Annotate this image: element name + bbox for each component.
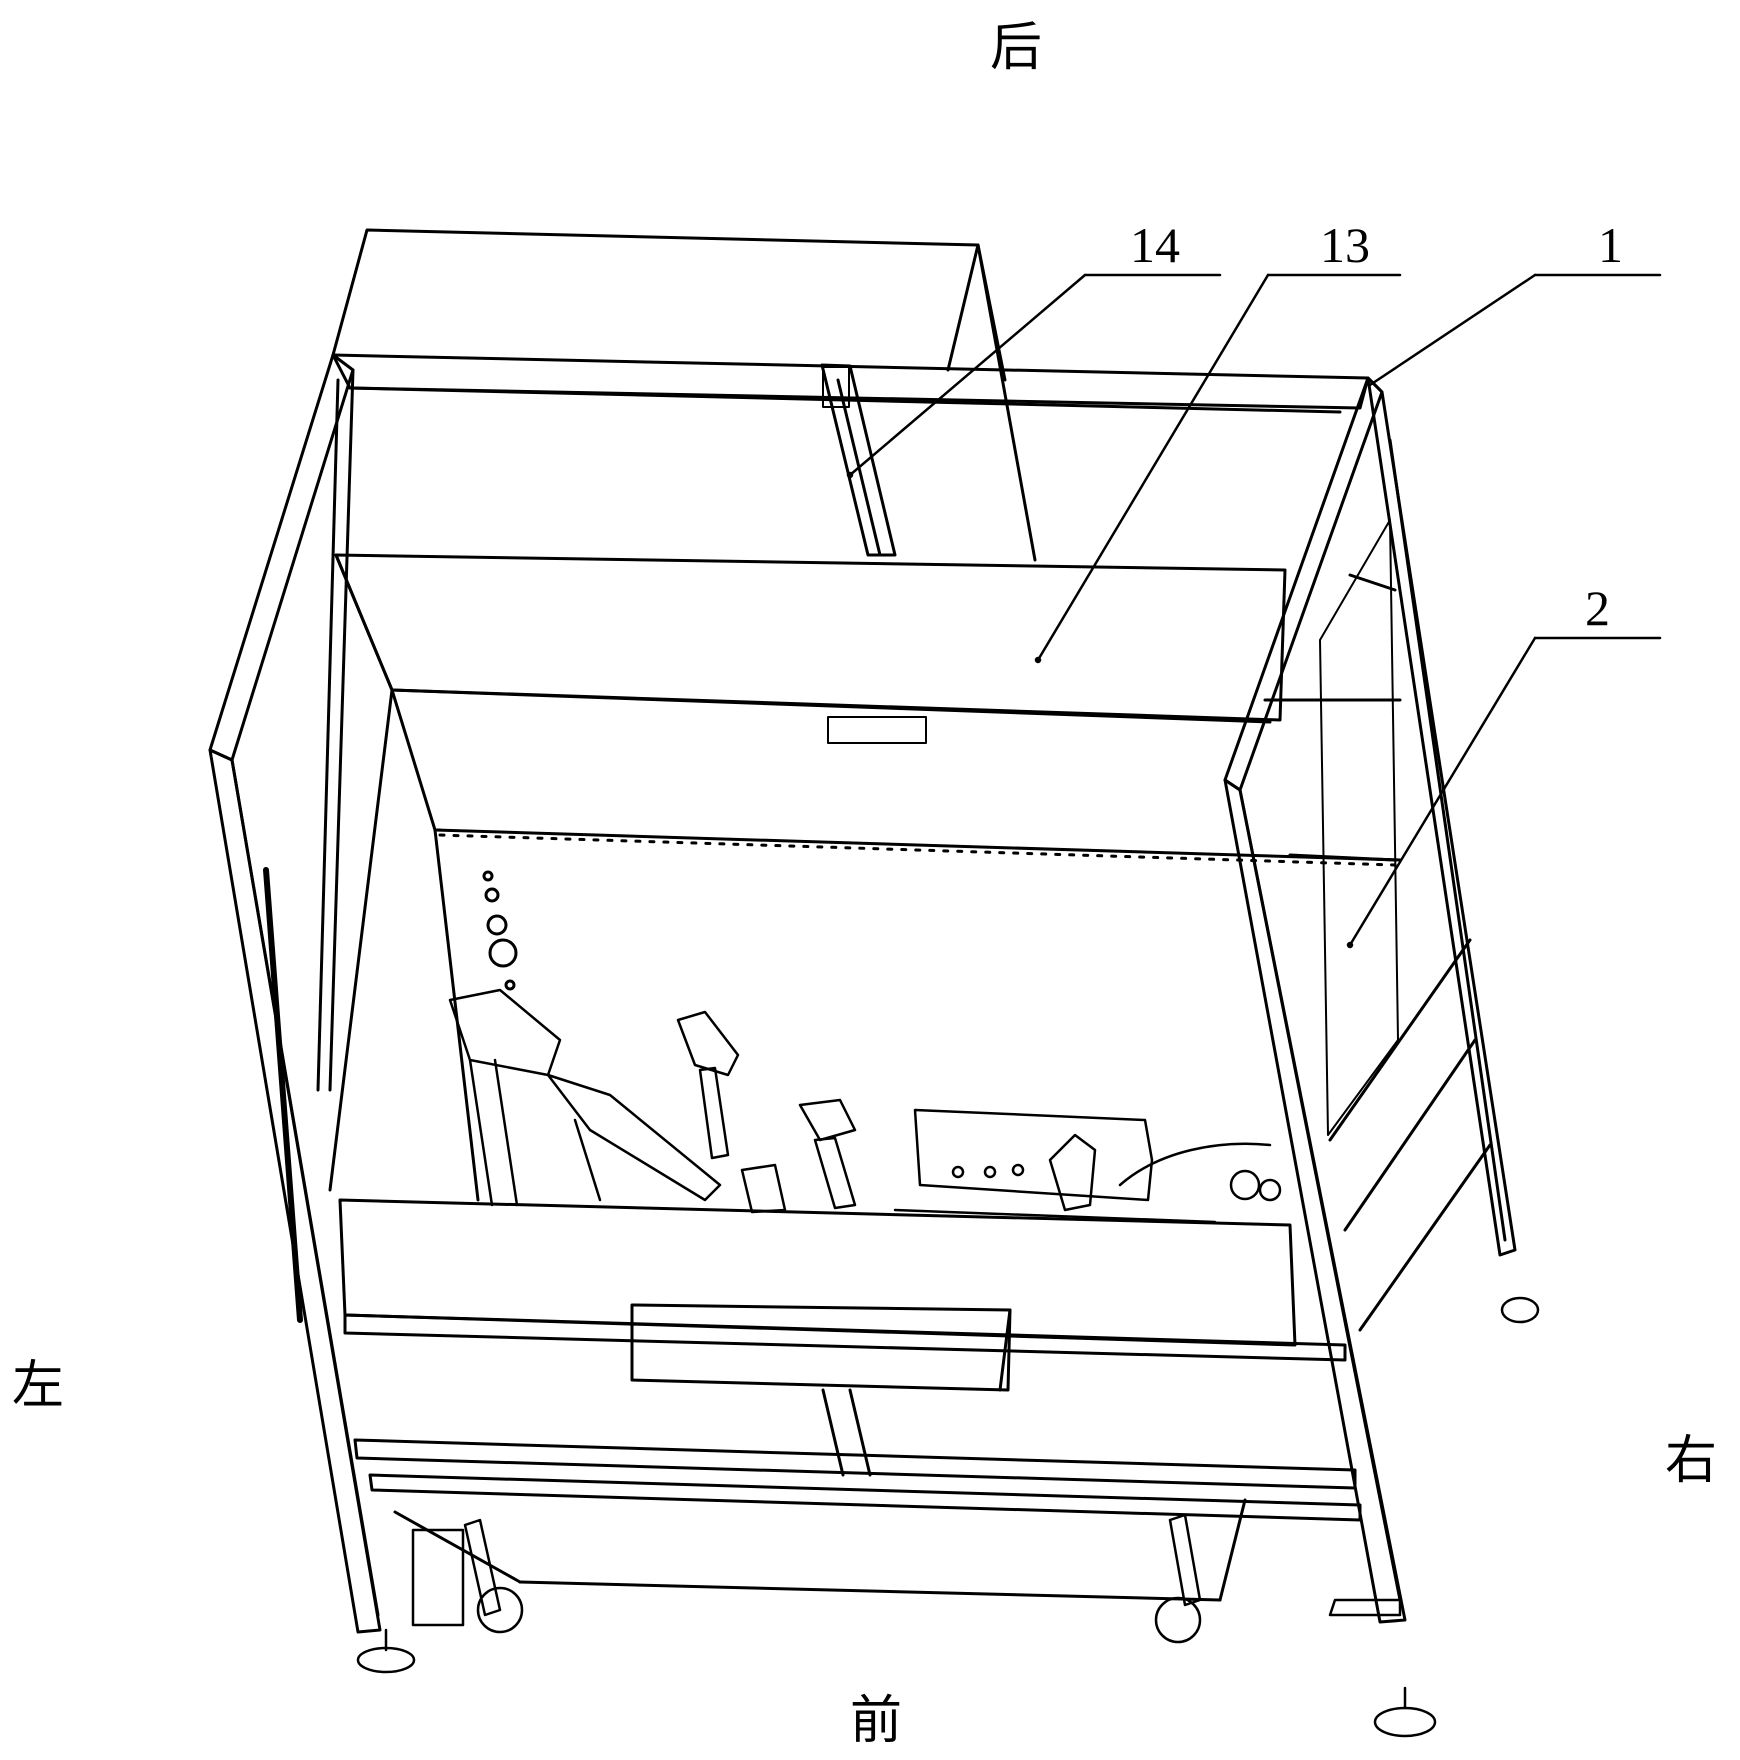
lower-front-board (338, 1198, 1297, 1392)
left-front-post (208, 353, 382, 1634)
direction-back-label: 后 (990, 18, 1043, 78)
leader-1 (1368, 273, 1537, 387)
label-13: 13 (1320, 217, 1370, 273)
label-14: 14 (1130, 217, 1180, 273)
leader-lines (846, 273, 1662, 949)
direction-front-label: 前 (850, 1691, 903, 1751)
right-side-panel (1319, 519, 1492, 1332)
right-front-post (1223, 376, 1517, 1624)
lower-crossbars (343, 1313, 1362, 1602)
inner-mechanisms (448, 988, 1282, 1224)
frame-top-rail (331, 353, 1370, 414)
direction-left-label: 左 (12, 1356, 65, 1416)
upper-shelf (334, 553, 1287, 744)
label-2: 2 (1585, 580, 1610, 636)
leader-14 (848, 273, 1087, 477)
direction-right-label: 右 (1665, 1431, 1718, 1491)
leader-13 (1036, 273, 1270, 662)
rear-guide-rail (820, 363, 897, 557)
casters (356, 1296, 1540, 1738)
inner-bin (263, 688, 1402, 1323)
label-1: 1 (1598, 217, 1623, 273)
leader-2 (1348, 636, 1537, 947)
